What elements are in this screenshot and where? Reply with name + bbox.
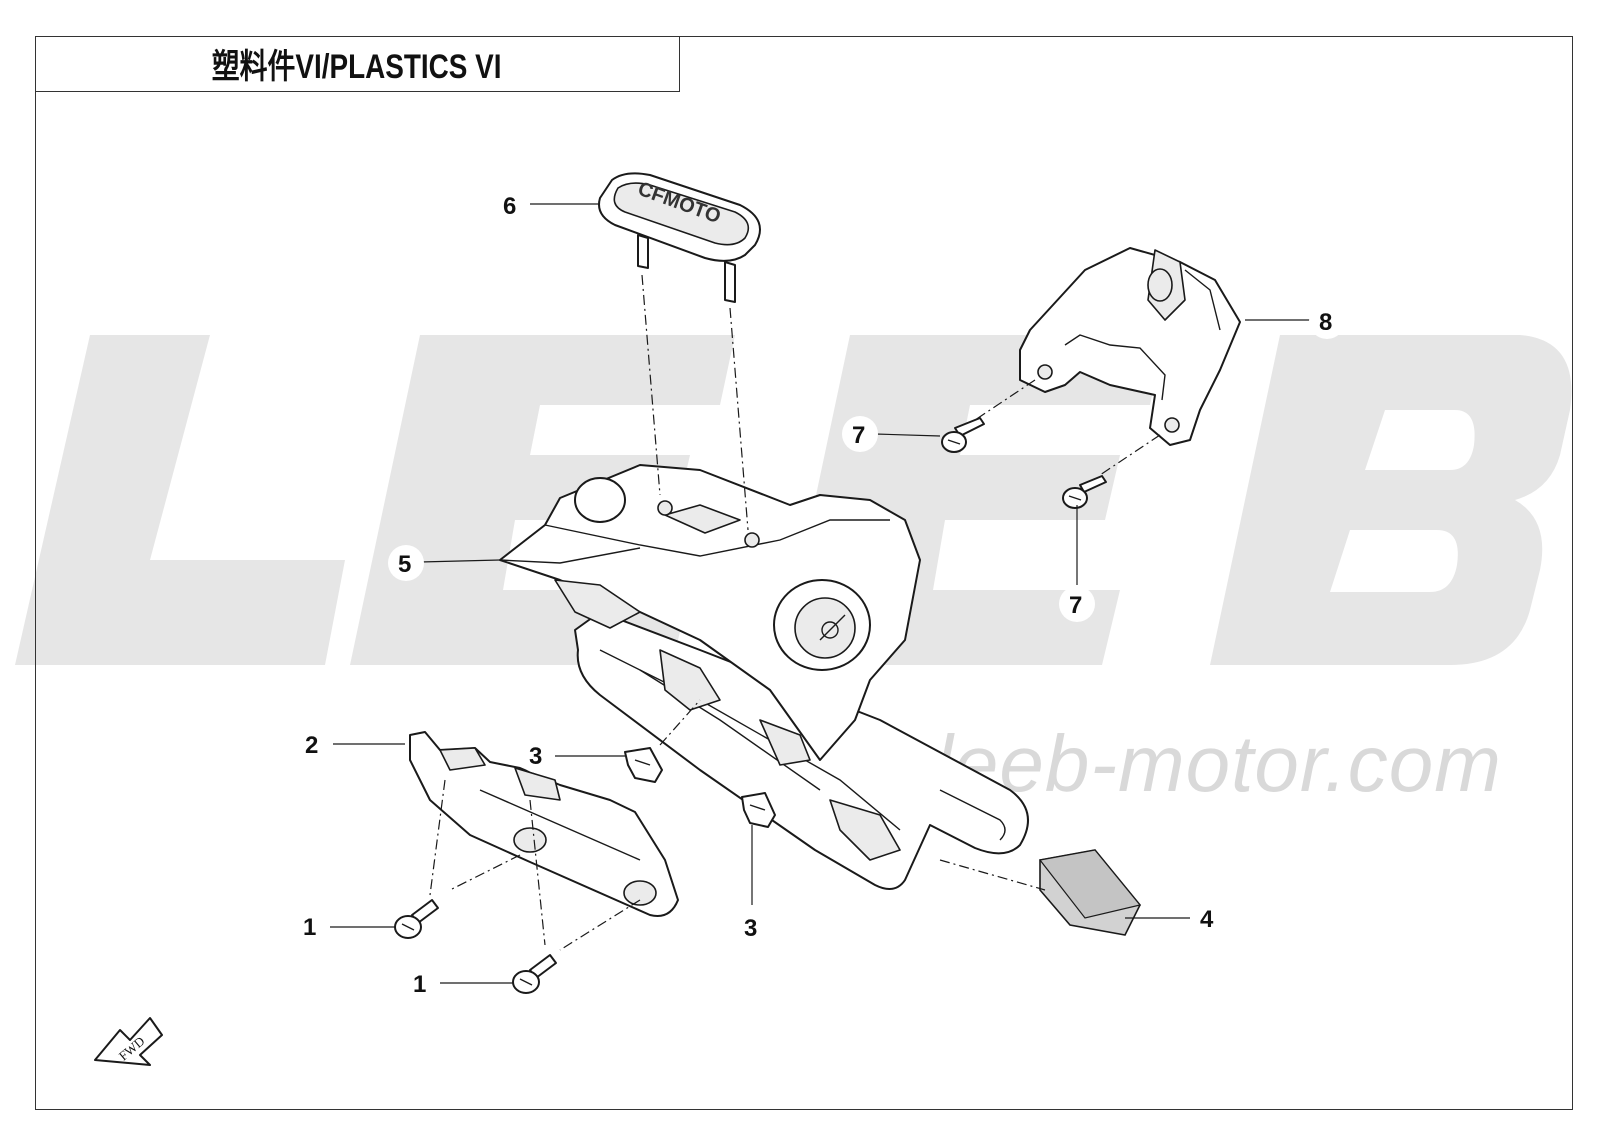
callout-1-upper: 1 [303, 914, 316, 941]
callout-5: 5 [398, 551, 411, 578]
part-7-screw-lower [1062, 475, 1107, 509]
callout-leaders [330, 203, 1310, 984]
callout-3-upper: 3 [529, 743, 542, 770]
drawing-frame [35, 36, 1573, 1110]
callout-3-lower: 3 [744, 915, 757, 942]
part-1-screw-upper [394, 899, 439, 939]
callout-8: 8 [1319, 309, 1332, 336]
page-title: 塑料件VI/PLASTICS VI [212, 48, 502, 86]
callout-4: 4 [1200, 906, 1214, 933]
title-block: 塑料件VI/PLASTICS VI [35, 36, 680, 92]
leader-7-upper [874, 433, 941, 437]
callout-labels: 6 5 8 7 7 2 3 3 4 1 1 [293, 187, 1345, 1001]
callout-2: 2 [305, 732, 318, 759]
part-2-plate [409, 731, 679, 951]
part-3-clip-upper [624, 699, 701, 783]
part-8-bracket [974, 247, 1241, 476]
callout-6: 6 [503, 193, 516, 220]
leader-5 [419, 559, 501, 563]
callout-7-upper: 7 [852, 422, 865, 449]
callout-7-lower: 7 [1069, 592, 1082, 619]
part-4-pad [939, 849, 1142, 936]
part-6-emblem: CFMOTO [598, 172, 761, 531]
callout-1-lower: 1 [413, 971, 426, 998]
part-7-screw-upper [941, 417, 985, 453]
part-5-rear-fender [499, 464, 1029, 890]
part-3-clip-lower [741, 792, 776, 828]
part-1-screw-lower [512, 954, 557, 994]
fwd-direction-marker: FWD [94, 1017, 163, 1066]
